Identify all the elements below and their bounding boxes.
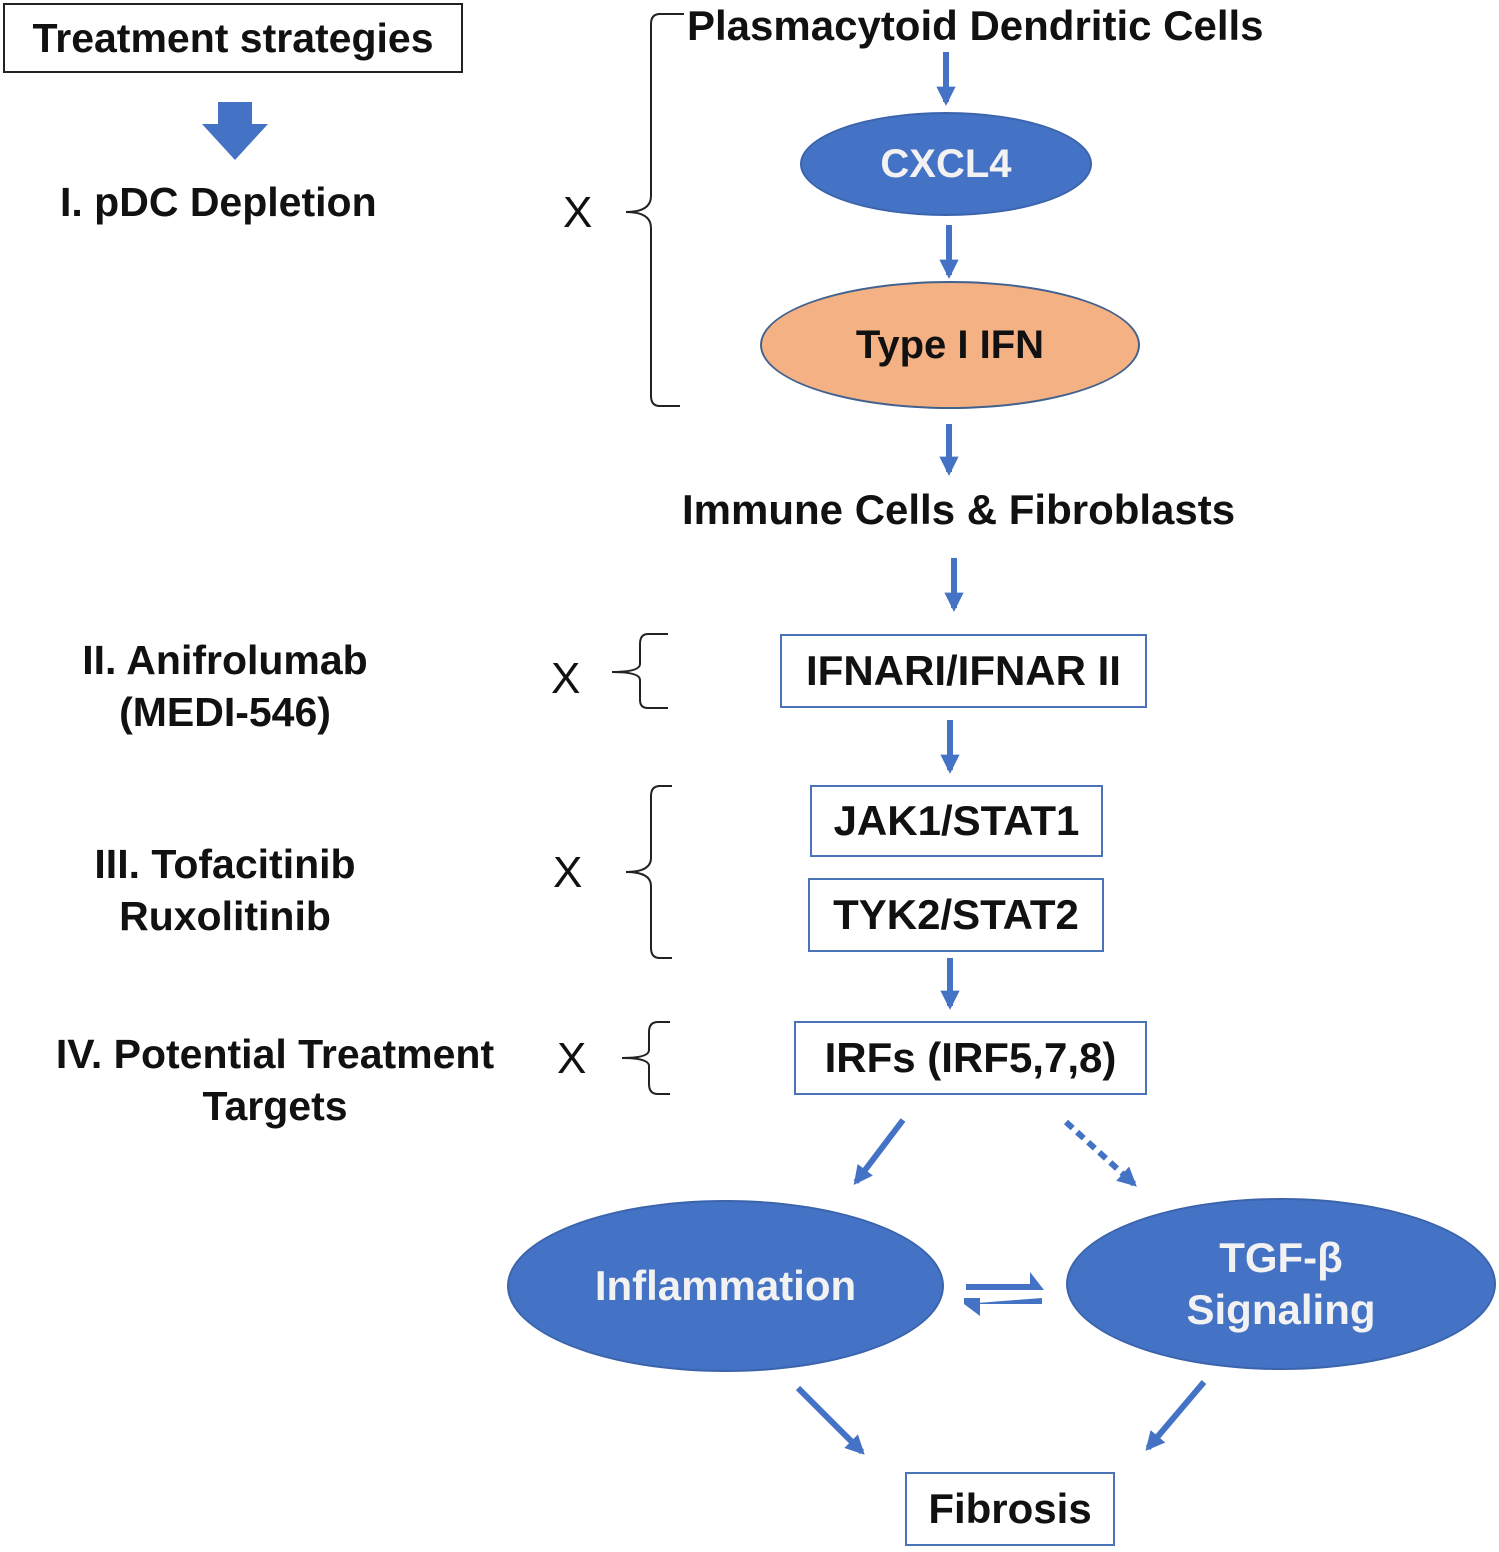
strategy-3-line2: Ruxolitinib — [119, 893, 331, 940]
strategy-2-line2: (MEDI-546) — [119, 689, 331, 736]
bidirectional-arrow — [964, 1272, 1044, 1316]
tyk2-stat2-label: TYK2/STAT2 — [833, 891, 1079, 938]
irfs-box: IRFs (IRF5,7,8) — [794, 1021, 1147, 1095]
block-marker-3: X — [553, 848, 583, 897]
dotted-arrow-irfs-to-tgf — [1063, 1119, 1137, 1187]
fibrosis-label: Fibrosis — [928, 1485, 1092, 1532]
block-marker-2: X — [551, 654, 581, 703]
strategy-2-line1: II. Anifrolumab — [82, 637, 368, 683]
ifnar-box: IFNARI/IFNAR II — [780, 634, 1147, 708]
pdc-label: Plasmacytoid Dendritic Cells — [687, 2, 1264, 49]
type1-ifn-label: Type I IFN — [855, 322, 1045, 367]
arrow-irfs-to-inflammation — [853, 1118, 906, 1186]
strategy-4-line2: Targets — [202, 1083, 348, 1130]
tyk2-stat2-box: TYK2/STAT2 — [808, 878, 1104, 952]
tgf-beta-line2: Signaling — [1186, 1286, 1376, 1333]
arrow-tgf-to-fibrosis — [1145, 1380, 1207, 1451]
cxcl4-label: CXCL4 — [880, 141, 1012, 186]
strategy-4-line1: IV. Potential Treatment — [55, 1031, 495, 1077]
brace-jak — [625, 785, 672, 959]
inflammation-label: Inflammation — [594, 1262, 857, 1309]
tgf-beta-line1: TGF-β — [1219, 1233, 1343, 1281]
tgf-beta-node: TGF-β Signaling — [1066, 1198, 1496, 1370]
treatment-strategies-title: Treatment strategies — [3, 3, 463, 73]
arrow-inflammation-to-fibrosis — [795, 1385, 865, 1455]
jak1-stat1-label: JAK1/STAT1 — [833, 797, 1080, 844]
strategy-3-line1: III. Tofacitinib — [94, 841, 356, 887]
inflammation-node: Inflammation — [507, 1200, 944, 1372]
jak1-stat1-box: JAK1/STAT1 — [810, 785, 1103, 857]
down-block-arrow — [202, 102, 268, 160]
strategy-1: I. pDC Depletion — [60, 176, 410, 228]
brace-ifnar — [611, 633, 668, 709]
block-marker-4: X — [557, 1034, 587, 1083]
irfs-label: IRFs (IRF5,7,8) — [824, 1034, 1117, 1081]
block-marker-1: X — [563, 188, 593, 237]
ifnar-label: IFNARI/IFNAR II — [806, 647, 1121, 694]
brace-irfs — [621, 1021, 670, 1095]
brace-pdc — [625, 13, 684, 407]
strategy-2: II. Anifrolumab (MEDI-546) — [40, 634, 410, 738]
cxcl4-node: CXCL4 — [800, 112, 1092, 216]
type1-ifn-node: Type I IFN — [760, 281, 1140, 409]
strategy-3: III. Tofacitinib Ruxolitinib — [40, 838, 410, 942]
immune-cells-label: Immune Cells & Fibroblasts — [682, 486, 1236, 533]
fibrosis-box: Fibrosis — [905, 1472, 1115, 1546]
strategy-1-label: I. pDC Depletion — [60, 179, 377, 225]
strategy-4: IV. Potential Treatment Targets — [30, 1028, 520, 1132]
